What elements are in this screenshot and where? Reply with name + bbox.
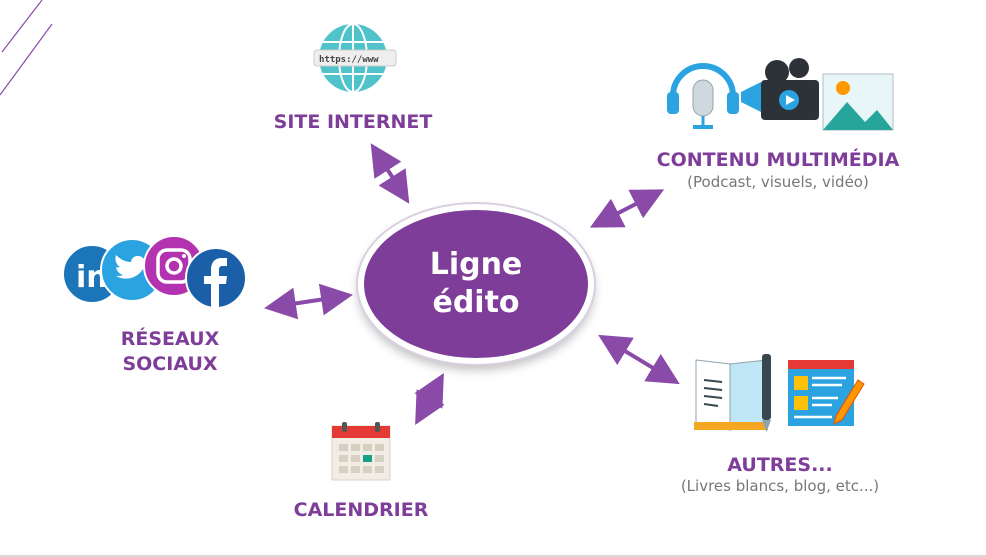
multimedia-icons <box>667 58 894 131</box>
calendrier-title: CALENDRIER <box>293 499 429 521</box>
arrow-reseaux <box>264 283 353 320</box>
center-label: Ligne édito <box>429 247 523 320</box>
reseaux-title-line1: RÉSEAUX <box>120 328 220 350</box>
center-node: Ligne édito <box>358 204 594 364</box>
arrow-calendrier <box>414 372 445 426</box>
autres-title: AUTRES... <box>727 454 833 476</box>
arrow-site <box>370 143 410 204</box>
autres-subtitle: (Livres blancs, blog, etc...) <box>680 477 880 495</box>
footer-divider <box>0 555 986 557</box>
multimedia-title: CONTENU MULTIMÉDIA <box>656 149 900 171</box>
blog-page-icon <box>788 360 865 426</box>
podcast-microphone-icon <box>667 63 739 129</box>
globe-icon: https://www <box>313 23 397 93</box>
autres-icons <box>694 354 865 432</box>
calendar-icon <box>331 422 391 481</box>
book-icon <box>694 359 768 431</box>
url-badge-text: https://www <box>319 55 379 65</box>
reseaux-title-line2: SOCIAUX <box>122 353 218 375</box>
image-landscape-icon <box>822 73 894 131</box>
multimedia-subtitle: (Podcast, visuels, vidéo) <box>687 173 869 191</box>
arrow-autres <box>598 334 680 385</box>
video-camera-icon <box>741 58 819 120</box>
arrow-multimedia <box>589 189 665 228</box>
social-icons: in <box>62 235 247 309</box>
pen-icon <box>762 354 771 432</box>
corner-decoration <box>0 0 53 96</box>
site-internet-title: SITE INTERNET <box>273 111 433 133</box>
facebook-icon <box>185 247 247 309</box>
